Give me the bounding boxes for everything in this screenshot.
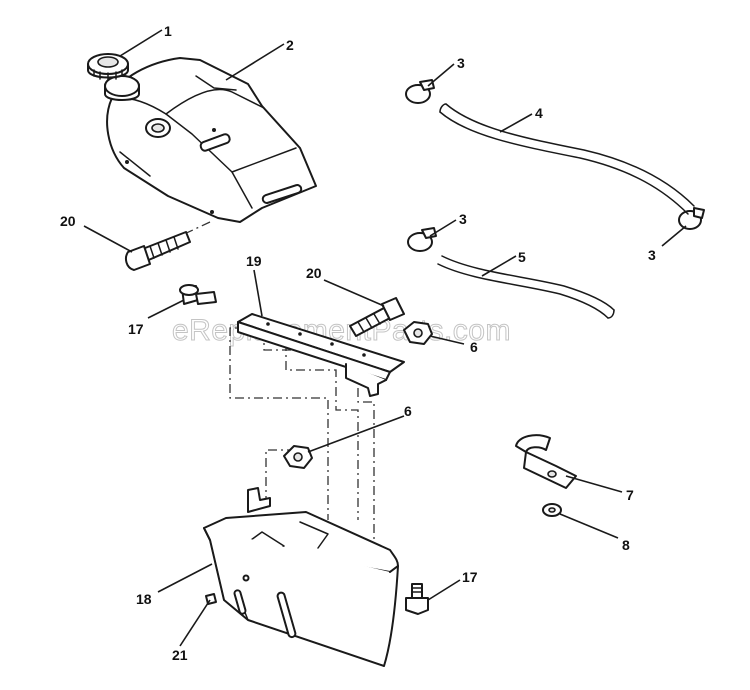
callout-3-middle: 3 (459, 211, 467, 227)
hose-clamp-top (405, 79, 435, 104)
callout-labels: 1 2 3 4 3 3 5 20 19 20 17 6 6 7 8 17 18 … (60, 23, 656, 663)
callout-3-right: 3 (648, 247, 656, 263)
fuel-hose-long (439, 103, 695, 215)
hose-clamp-right (678, 207, 705, 230)
callout-17-lower: 17 (462, 569, 478, 585)
callout-5: 5 (518, 249, 526, 265)
leader-lines (83, 29, 687, 647)
callout-17-upper: 17 (128, 321, 144, 337)
fuel-tank (104, 57, 317, 223)
callout-6-upper: 6 (470, 339, 478, 355)
callout-6-lower: 6 (404, 403, 412, 419)
shoulder-bolt-upper (179, 284, 217, 305)
callout-2: 2 (286, 37, 294, 53)
fuel-cap (87, 53, 129, 81)
shoulder-bolt-lower (405, 583, 429, 615)
fuel-hose-short (437, 255, 615, 319)
callout-19: 19 (246, 253, 262, 269)
hose-clamp-middle (407, 227, 437, 252)
callout-8: 8 (622, 537, 630, 553)
callout-1: 1 (164, 23, 172, 39)
callout-21: 21 (172, 647, 188, 663)
callout-4: 4 (535, 105, 543, 121)
bolt-upper (125, 231, 191, 271)
assembly-guide-lines (179, 221, 375, 548)
callout-7: 7 (626, 487, 634, 503)
heat-shield (203, 487, 399, 667)
hose-clip (515, 434, 577, 489)
callout-18: 18 (136, 591, 152, 607)
callout-20-upper: 20 (60, 213, 76, 229)
hex-nut-lower (283, 445, 313, 469)
hex-nut-upper (403, 321, 433, 345)
washer (542, 503, 562, 517)
callout-20-middle: 20 (306, 265, 322, 281)
tank-bracket (237, 313, 405, 397)
bolt-middle (349, 297, 405, 337)
callout-3-top: 3 (457, 55, 465, 71)
